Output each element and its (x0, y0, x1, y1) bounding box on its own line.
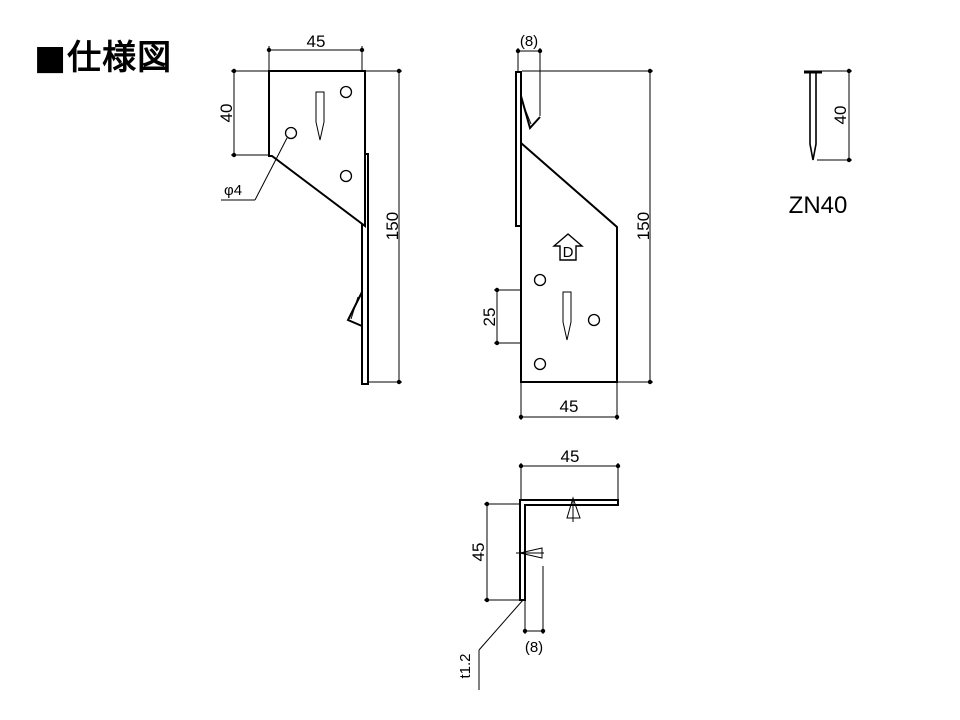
hole-spacing-label: 25 (480, 308, 499, 327)
front-view: 45 40 150 φ4 (217, 32, 402, 385)
thickness-label: t1.2 (457, 653, 474, 678)
front-view-top-height-label: 40 (217, 104, 236, 123)
front-view-hook (346, 291, 363, 327)
side-view-hole (587, 313, 601, 327)
side-view-width-label: 45 (560, 397, 579, 416)
front-view-arrow-mark (315, 91, 325, 141)
section-width-label: 45 (561, 447, 580, 466)
section-height-label: 45 (469, 543, 488, 562)
d-marker-icon (552, 233, 584, 261)
page-title: ■仕様図 (34, 38, 173, 78)
side-view-plate (520, 140, 618, 383)
hole-diameter-label: φ4 (224, 182, 242, 199)
front-view-width-label: 45 (307, 32, 326, 51)
side-view-arrow-mark (562, 291, 572, 341)
side-view: D (8) 150 25 45 (480, 33, 653, 420)
side-view-top-offset-label: (8) (520, 33, 538, 50)
nail-shank (809, 72, 817, 161)
nail-name: ZN40 (789, 192, 848, 219)
section-view: 45 45 (8) t1.2 (457, 447, 621, 690)
side-view-total-height-label: 150 (634, 212, 653, 240)
front-view-hole (339, 85, 353, 99)
section-profile (519, 499, 619, 601)
front-view-total-height-label: 150 (383, 212, 402, 240)
section-offset-label: (8) (525, 639, 543, 656)
front-view-plate (268, 70, 366, 229)
d-marker-letter: D (563, 244, 574, 261)
nail-view: 40 ZN40 (789, 68, 852, 219)
side-view-hole (533, 357, 547, 371)
front-view-hole (284, 126, 298, 140)
nail-length-label: 40 (831, 106, 850, 125)
side-view-hole (533, 273, 547, 287)
front-view-hole (339, 169, 353, 183)
